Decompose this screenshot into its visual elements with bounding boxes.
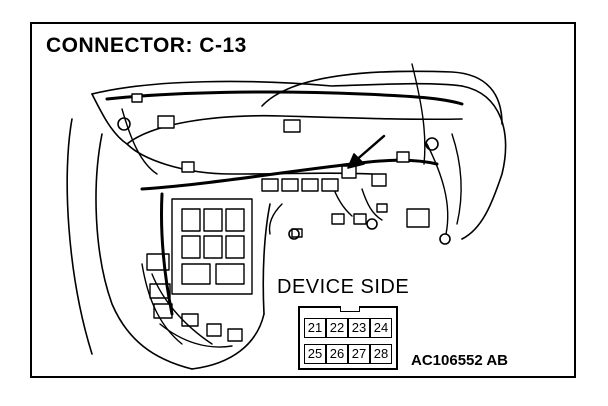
cavity-25: 25 [304,344,326,364]
cavity-23: 23 [348,318,370,338]
vehicle-harness-illustration [66,63,507,370]
connector-face-diagram: 21 22 23 24 25 26 27 28 [298,306,398,370]
pointer-arrow-to-c13 [347,134,386,169]
cavity-22: 22 [326,318,348,338]
cavity-row-top: 21 22 23 24 [304,318,392,338]
junction-block [141,198,253,348]
connector-latch [340,306,360,312]
cavity-28: 28 [370,344,392,364]
cavity-24: 24 [370,318,392,338]
connector-title: CONNECTOR: C-13 [46,34,247,57]
cavity-27: 27 [348,344,370,364]
reference-code: AC106552 AB [411,352,508,369]
connector-blocks [131,93,430,238]
cavity-row-bottom: 25 26 27 28 [304,344,392,364]
cavity-26: 26 [326,344,348,364]
cavity-21: 21 [304,318,326,338]
diagram-frame: CONNECTOR: C-13 DEVICE SIDE 21 22 23 24 … [30,22,576,378]
dashboard-outline [66,70,507,370]
grommets [117,117,451,245]
device-side-label: DEVICE SIDE [277,276,410,298]
